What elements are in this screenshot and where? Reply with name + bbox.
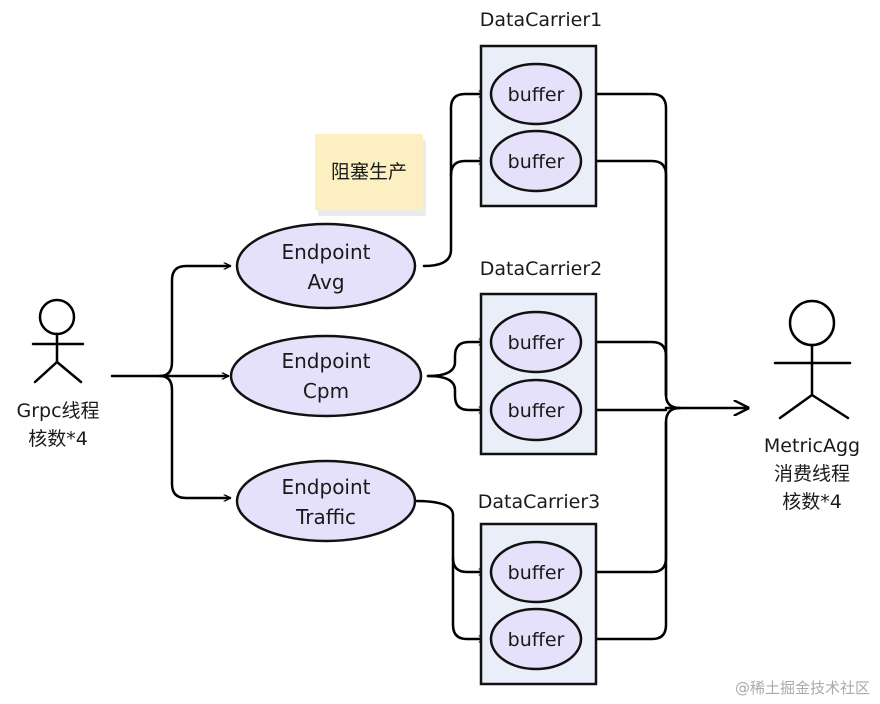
endpoint-cpm-line2: Cpm [303,379,349,403]
consumer-actor [773,299,852,420]
endpoint-avg: Endpoint Avg [235,222,417,310]
consumer-head [788,299,836,347]
carrier3-buffer-2: buffer [489,607,583,671]
endpoint-traffic-line2: Traffic [295,505,356,529]
watermark: @稀土掘金技术社区 [735,679,870,697]
carrier1-buffer-1-label: buffer [508,84,565,106]
data-carrier-2: buffer buffer [479,292,598,456]
producer-label-line2: 核数*4 [28,428,88,450]
data-carrier-1: buffer buffer [479,44,598,208]
carrier1-title: DataCarrier1 [480,9,602,31]
data-carrier-3: buffer buffer [479,522,598,686]
carrier2-buffer-1: buffer [489,310,583,374]
sticky-note-text: 阻塞生产 [331,161,407,183]
sticky-note: 阻塞生产 [315,134,426,216]
carrier3-buffer-2-label: buffer [508,629,565,651]
endpoint-to-buffer-wires [414,94,487,639]
endpoint-traffic: Endpoint Traffic [235,459,417,543]
carrier2-buffer-2: buffer [489,378,583,442]
producer-fanout-wires [110,266,232,498]
endpoint-cpm: Endpoint Cpm [229,334,423,418]
consumer-label-line1: MetricAgg [764,435,860,457]
endpoint-avg-line2: Avg [307,270,344,294]
consumer-label-line3: 核数*4 [782,491,842,513]
carrier3-buffer-1-label: buffer [508,562,565,584]
producer-label-line1: Grpc线程 [16,400,99,422]
endpoint-avg-line1: Endpoint [281,240,370,264]
consumer-label-line2: 消费线程 [774,463,850,485]
carrier2-buffer-2-label: buffer [508,400,565,422]
producer-actor [31,298,85,384]
carrier1-buffer-1: buffer [489,62,583,126]
carrier2-buffer-1-label: buffer [508,332,565,354]
carrier1-buffer-2-label: buffer [508,151,565,173]
producer-head [38,298,76,336]
carrier3-title: DataCarrier3 [478,491,600,513]
carrier1-buffer-2: buffer [489,129,583,193]
buffer-to-consumer-wires [583,92,748,641]
endpoint-cpm-line1: Endpoint [281,349,370,373]
carrier2-title: DataCarrier2 [480,258,602,280]
carrier3-buffer-1: buffer [489,540,583,604]
endpoint-traffic-line1: Endpoint [281,475,370,499]
